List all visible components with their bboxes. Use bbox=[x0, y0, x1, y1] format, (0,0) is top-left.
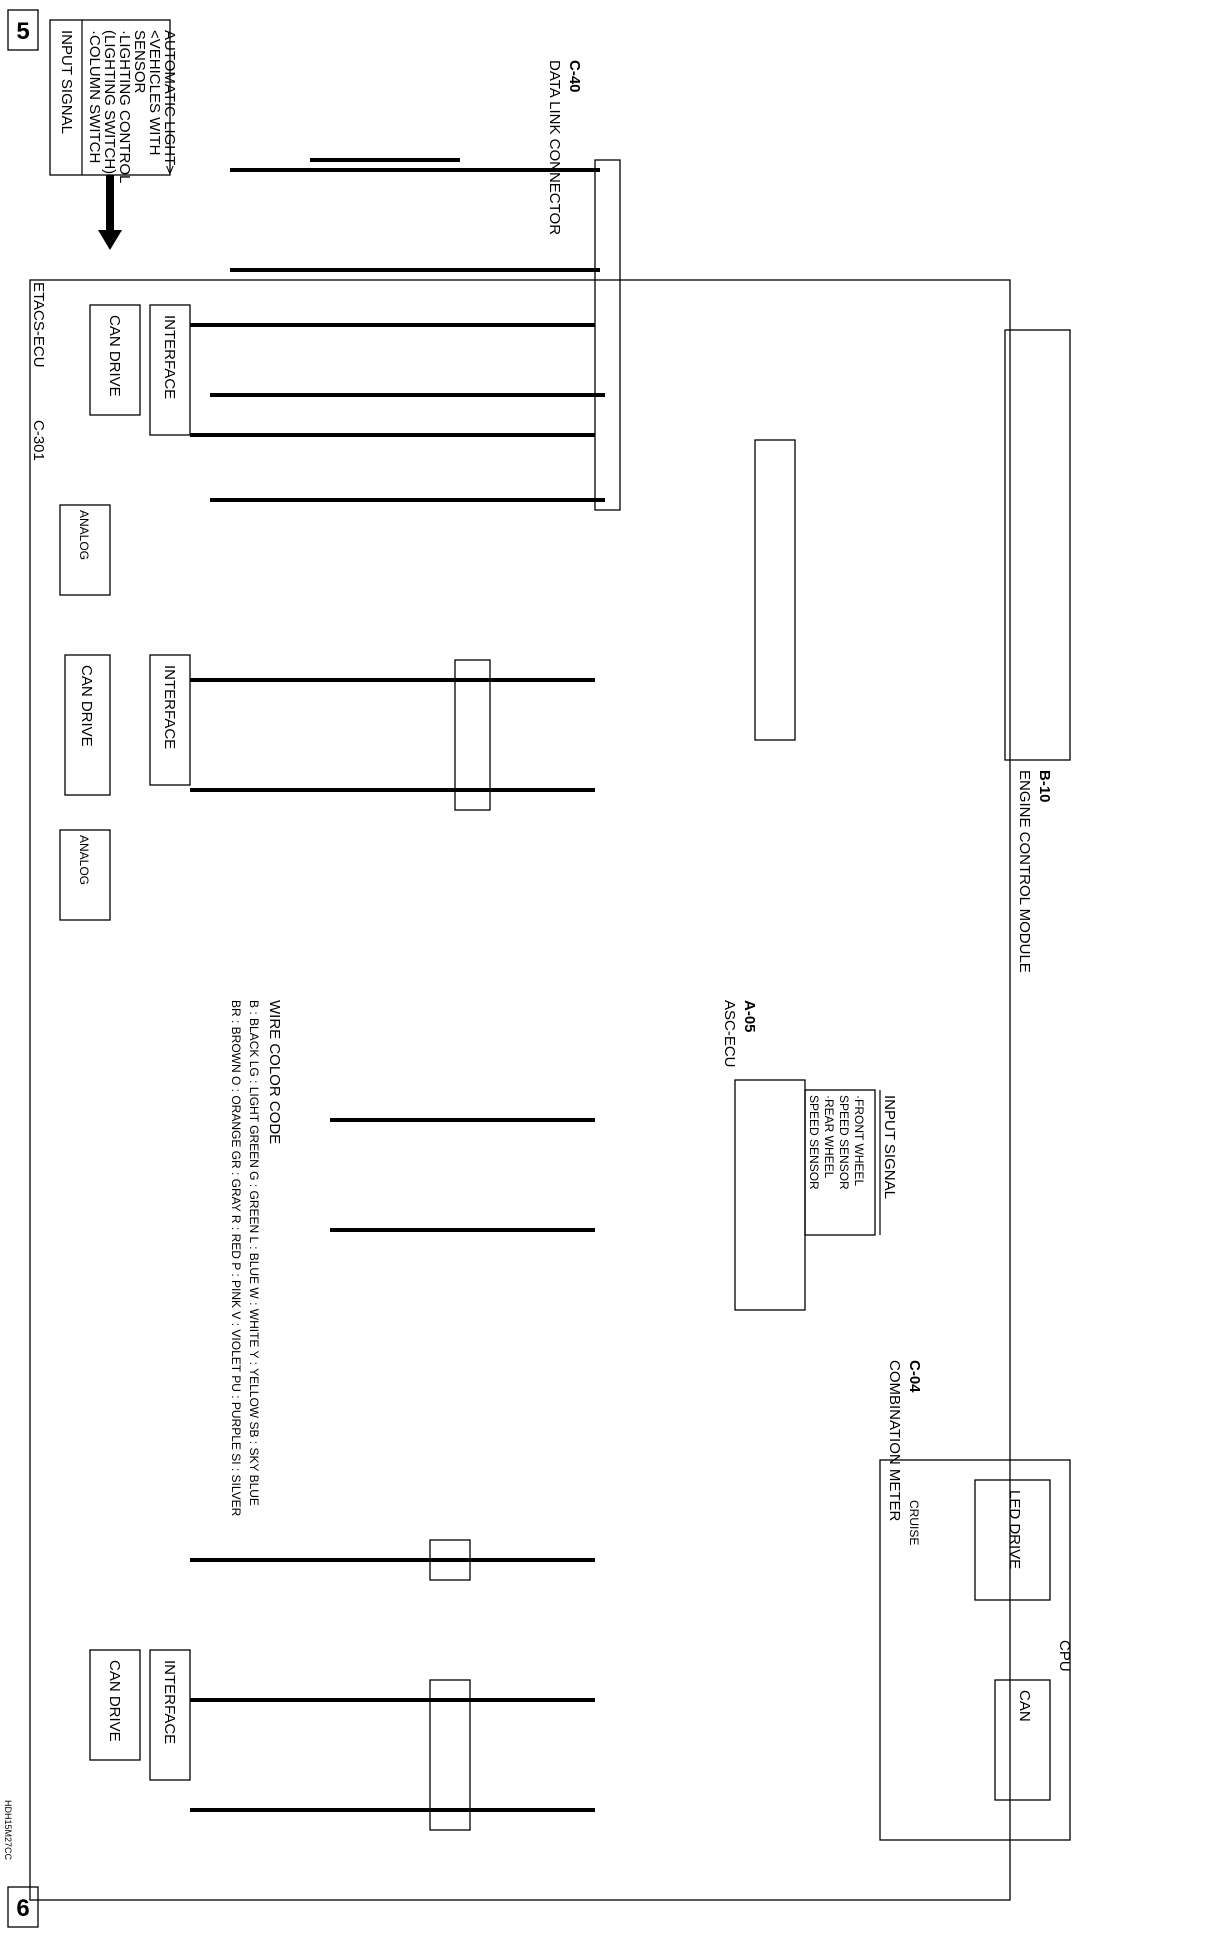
combination-meter-connector-id: C-04 bbox=[906, 1360, 923, 1393]
input-signal-1-line: AUTOMATIC LIGHT> bbox=[161, 30, 178, 174]
interface-block-2 bbox=[149, 654, 191, 786]
input-signal-2-line: SPEED SENSOR bbox=[807, 1095, 821, 1190]
wire-color-code-line1: B : BLACK LG : LIGHT GREEN G : GREEN L :… bbox=[247, 1000, 261, 1506]
data-link-connector-body bbox=[594, 159, 621, 511]
input-signal-2-line: SPEED SENSOR bbox=[837, 1095, 851, 1190]
wire-color-code-line2: BR : BROWN O : ORANGE GR : GRAY R : RED … bbox=[229, 1000, 243, 1517]
analog-block-1 bbox=[59, 504, 111, 596]
analog-label-1: ANALOG bbox=[77, 510, 91, 560]
input-signal-2-line: ·REAR WHEEL bbox=[822, 1095, 836, 1179]
analog-label-2: ANALOG bbox=[77, 835, 91, 885]
led-drive-block bbox=[974, 1479, 1051, 1601]
interface-label-2: INTERFACE bbox=[161, 665, 178, 749]
etacs-ecu-connector: C-301 bbox=[30, 420, 47, 461]
joint-connector-can1 bbox=[429, 1679, 471, 1831]
can-drive-label-3: CAN DRIVE bbox=[106, 1660, 123, 1742]
asc-ecu-connector-id: A-05 bbox=[741, 1000, 758, 1033]
joint-connector-can3 bbox=[754, 439, 796, 741]
combination-meter-box bbox=[879, 1459, 1071, 1841]
ecm-connector-id: B-10 bbox=[1036, 770, 1053, 803]
asc-ecu-label: ASC-ECU bbox=[721, 1000, 738, 1068]
analog-block-2 bbox=[59, 829, 111, 921]
input-signal-2-title: INPUT SIGNAL bbox=[881, 1095, 898, 1199]
interface-label-1: INTERFACE bbox=[161, 315, 178, 399]
input-signal-1-title: INPUT SIGNAL bbox=[58, 30, 75, 134]
ecm-label: ENGINE CONTROL MODULE bbox=[1016, 770, 1033, 973]
cpu-label: CPU bbox=[1056, 1640, 1073, 1672]
etacs-ecu-title: ETACS-ECU bbox=[30, 282, 47, 368]
can-drive-label-2: CAN DRIVE bbox=[78, 665, 95, 747]
joint-connector-can2 bbox=[454, 659, 491, 811]
interface-block-3 bbox=[149, 1649, 191, 1781]
engine-control-module-box bbox=[1004, 329, 1071, 761]
input-signal-1-line: SENSOR bbox=[131, 30, 148, 94]
can-transceiver-label: CAN bbox=[1016, 1690, 1033, 1722]
input-signal-1-line: ·COLUMN SWITCH bbox=[86, 30, 103, 163]
input-signal-1-text: INPUT SIGNAL ·COLUMN SWITCH (LIGHTING SW… bbox=[58, 30, 178, 183]
input-signal-1-line: (LIGHTING SWITCH) bbox=[101, 30, 118, 174]
wire-color-code-title: WIRE COLOR CODE bbox=[266, 1000, 283, 1144]
page-box-bottom bbox=[7, 1886, 39, 1928]
input-signal-2-line: ·FRONT WHEEL bbox=[852, 1095, 866, 1186]
can-transceiver-block bbox=[994, 1679, 1051, 1801]
can-drive-block-3 bbox=[89, 1649, 141, 1761]
interface-label-3: INTERFACE bbox=[161, 1660, 178, 1744]
can-drive-block-2 bbox=[64, 654, 111, 796]
data-link-label: DATA LINK CONNECTOR bbox=[546, 60, 563, 235]
can-drive-label-1: CAN DRIVE bbox=[106, 315, 123, 397]
led-drive-label: LED DRIVE bbox=[1006, 1490, 1023, 1569]
data-link-connector-id: C-40 bbox=[566, 60, 583, 93]
combination-meter-label: COMBINATION METER bbox=[886, 1360, 903, 1522]
page-box-top bbox=[7, 9, 39, 51]
input-signal-1-line: ·LIGHTING CONTROL bbox=[116, 30, 133, 183]
page-number-bottom: 6 bbox=[16, 1895, 29, 1922]
input-signal-1-line: <VEHICLES WITH bbox=[146, 30, 163, 155]
can-drive-block-1 bbox=[89, 304, 141, 416]
joint-connector-1 bbox=[429, 1539, 471, 1581]
etacs-ecu-box bbox=[29, 279, 1011, 1901]
asc-ecu-box bbox=[734, 1079, 806, 1311]
rotated-sheet: 5 6 INPUT SIGNAL ·COLUMN SWITCH (LIGHTIN… bbox=[3, 9, 1073, 1928]
input-signal-box-2 bbox=[804, 1089, 876, 1236]
diagram-code: HDH15M27CC bbox=[3, 1800, 13, 1861]
interface-block-1 bbox=[149, 304, 191, 436]
page-number-top: 5 bbox=[16, 18, 29, 45]
cruise-label: CRUISE bbox=[907, 1500, 921, 1545]
